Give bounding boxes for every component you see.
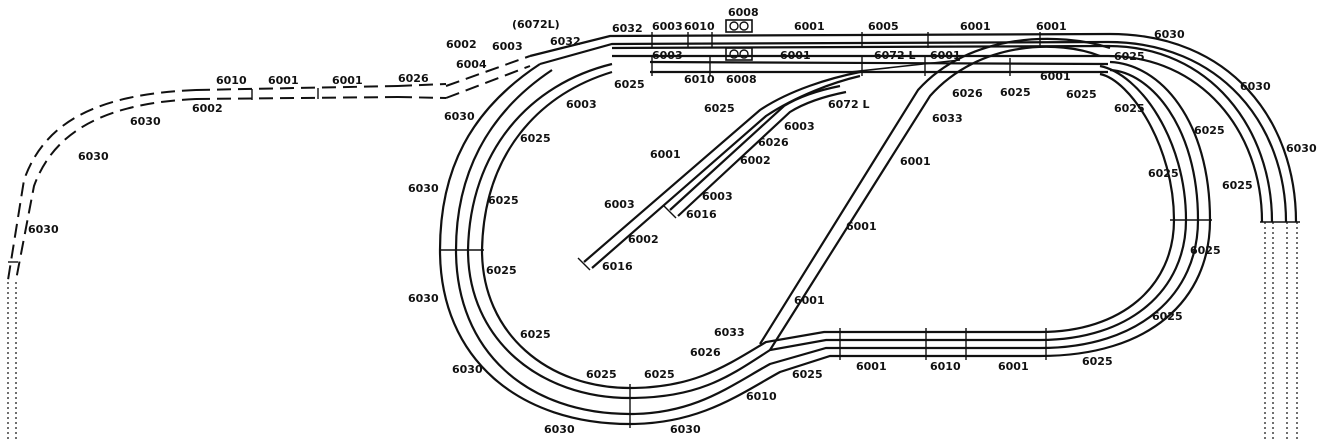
part-number-labels: (6072L) 6032 6032 6003 6010 6008 6001 60… (28, 6, 1317, 436)
label-6003: 6003 (604, 198, 635, 211)
label-6010: 6010 (216, 74, 247, 87)
label-6010: 6010 (684, 73, 715, 86)
label-6025: 6025 (488, 194, 519, 207)
label-6001: 6001 (1036, 20, 1067, 33)
label-6030: 6030 (408, 292, 439, 305)
label-6025: 6025 (1114, 102, 1145, 115)
label-6025: 6025 (1152, 310, 1183, 323)
label-6001: 6001 (794, 20, 825, 33)
label-6025: 6025 (1194, 124, 1225, 137)
label-6001: 6001 (846, 220, 877, 233)
dotted-continuations (7, 222, 1298, 442)
label-6016: 6016 (686, 208, 717, 221)
label-6032: 6032 (612, 22, 643, 35)
label-6002: 6002 (740, 154, 771, 167)
label-6010: 6010 (930, 360, 961, 373)
label-6001: 6001 (332, 74, 363, 87)
label-6025: 6025 (1066, 88, 1097, 101)
label-6001: 6001 (780, 49, 811, 62)
label-6030: 6030 (1240, 80, 1271, 93)
label-6025: 6025 (1000, 86, 1031, 99)
label-6005: 6005 (868, 20, 899, 33)
label-6033: 6033 (932, 112, 963, 125)
label-6025: 6025 (792, 368, 823, 381)
label-6001: 6001 (268, 74, 299, 87)
label-6008: 6008 (728, 6, 759, 19)
label-6026: 6026 (398, 72, 429, 85)
label-6030: 6030 (670, 423, 701, 436)
label-6003: 6003 (492, 40, 523, 53)
label-6072L: 6072 L (874, 49, 915, 62)
label-6001: 6001 (930, 49, 961, 62)
label-6016: 6016 (602, 260, 633, 273)
label-6032: 6032 (550, 35, 581, 48)
label-6030: 6030 (544, 423, 575, 436)
label-6025: 6025 (486, 264, 517, 277)
label-6001: 6001 (998, 360, 1029, 373)
label-6025: 6025 (520, 328, 551, 341)
label-6030: 6030 (1286, 142, 1317, 155)
inner-crossing-track (759, 37, 1111, 351)
label-6002: 6002 (628, 233, 659, 246)
label-6033: 6033 (714, 326, 745, 339)
label-6010: 6010 (746, 390, 777, 403)
label-6001: 6001 (900, 155, 931, 168)
label-6030: 6030 (452, 363, 483, 376)
label-6025: 6025 (1148, 167, 1179, 180)
label-6072L: 6072 L (828, 98, 869, 111)
label-6001: 6001 (650, 148, 681, 161)
label-6001: 6001 (794, 294, 825, 307)
label-6030: 6030 (28, 223, 59, 236)
label-6025: 6025 (1222, 179, 1253, 192)
label-6025: 6025 (1190, 244, 1221, 257)
outer-loop-track (438, 32, 1298, 426)
label-6001: 6001 (856, 360, 887, 373)
label-6025: 6025 (520, 132, 551, 145)
label-6025: 6025 (1114, 50, 1145, 63)
label-6030: 6030 (78, 150, 109, 163)
label-6003: 6003 (652, 20, 683, 33)
label-6026: 6026 (690, 346, 721, 359)
label-6025: 6025 (1082, 355, 1113, 368)
label-6026: 6026 (952, 87, 983, 100)
station-tracks (649, 59, 1109, 74)
label-6030: 6030 (1154, 28, 1185, 41)
label-6030: 6030 (130, 115, 161, 128)
label-6002: 6002 (446, 38, 477, 51)
label-6030: 6030 (444, 110, 475, 123)
label-6003: 6003 (566, 98, 597, 111)
siding-tracks (577, 70, 861, 271)
label-6025: 6025 (586, 368, 617, 381)
label-6025: 6025 (704, 102, 735, 115)
label-6001: 6001 (1040, 70, 1071, 83)
label-6072L-paren: (6072L) (512, 18, 560, 31)
buffer-stops (725, 19, 753, 61)
label-6004: 6004 (456, 58, 487, 71)
label-6026: 6026 (758, 136, 789, 149)
label-6010: 6010 (684, 20, 715, 33)
track-joint-ticks (440, 32, 1300, 428)
label-6008: 6008 (726, 73, 757, 86)
label-6003: 6003 (652, 49, 683, 62)
label-6003: 6003 (784, 120, 815, 133)
label-6030: 6030 (408, 182, 439, 195)
label-6001: 6001 (960, 20, 991, 33)
label-6003: 6003 (702, 190, 733, 203)
dashed-branch-line (7, 55, 531, 281)
label-6002: 6002 (192, 102, 223, 115)
label-6025: 6025 (644, 368, 675, 381)
label-6025: 6025 (614, 78, 645, 91)
